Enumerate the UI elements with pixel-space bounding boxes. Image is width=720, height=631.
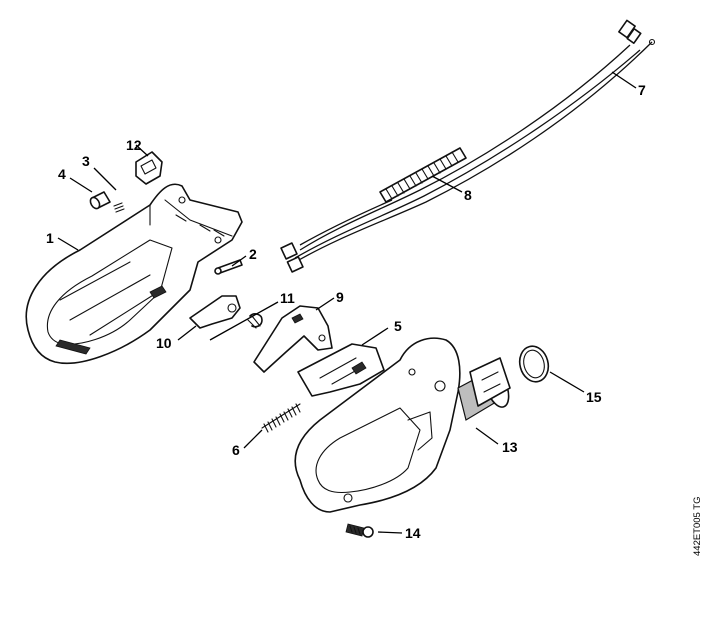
spring-part-3 [113,202,125,213]
label-1: 1 [46,230,54,246]
label-10: 10 [156,335,172,351]
label-11: 11 [280,290,295,306]
label-3: 3 [82,153,90,169]
motor-socket [457,357,511,421]
label-12: 12 [126,137,142,153]
label-6: 6 [232,442,240,458]
o-ring-part-15 [518,345,550,383]
label-15: 15 [586,389,602,405]
label-2: 2 [249,246,257,262]
switch-part-12 [135,151,163,185]
leader-lines [57,71,637,534]
spring-part-11 [247,313,263,329]
callout-labels: 1 2 3 4 5 6 7 8 9 10 11 12 13 14 15 [46,82,646,541]
label-14: 14 [405,525,421,541]
label-4: 4 [58,166,66,182]
label-13: 13 [502,439,518,455]
cable-harness [280,19,656,273]
label-5: 5 [394,318,402,334]
label-8: 8 [464,187,472,203]
right-housing-shell [294,337,511,513]
screw-part-14 [345,523,374,538]
spring-part-6 [261,403,301,433]
label-7: 7 [638,82,646,98]
lever-part-10 [189,295,241,329]
label-9: 9 [336,289,344,305]
sleeve-part-4 [89,191,111,210]
drawing-code: 442ET005 TG [692,496,703,556]
left-housing-shell [25,183,243,364]
spring-sleeve [379,147,467,203]
lockout-part-5 [297,343,385,397]
trigger-part-9 [253,305,333,373]
